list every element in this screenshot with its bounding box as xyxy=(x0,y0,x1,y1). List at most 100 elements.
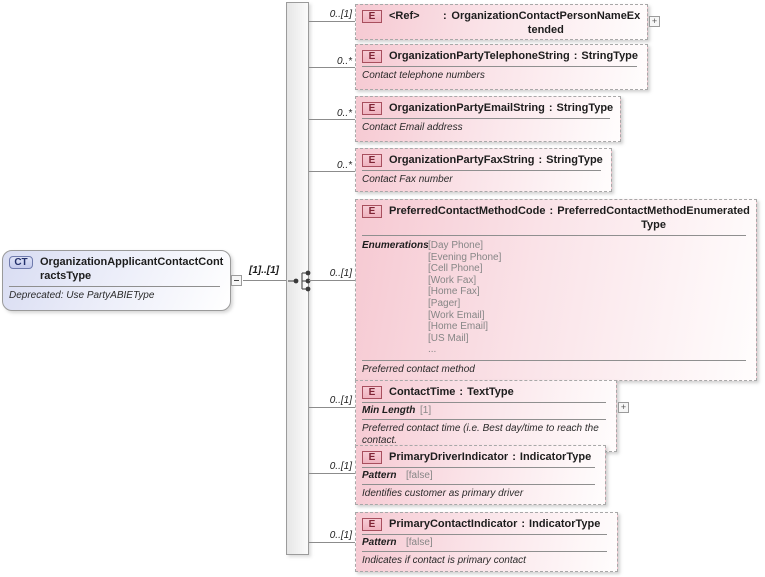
facet-label: Min Length xyxy=(362,405,416,416)
enumeration-value: [Evening Phone] xyxy=(428,251,502,263)
cardinality-label: 0..[1] xyxy=(329,530,352,541)
connector-line xyxy=(309,542,355,543)
element-box-fax[interactable]: E OrganizationPartyFaxString : StringTyp… xyxy=(355,148,612,192)
enumeration-value: [US Mail] xyxy=(428,332,469,344)
element-name: OrganizationPartyEmailString xyxy=(389,102,545,114)
minus-glyph xyxy=(234,280,239,281)
enumeration-value: [Home Fax] xyxy=(428,286,480,298)
expand-icon[interactable]: + xyxy=(649,16,660,27)
element-box-contact-time[interactable]: E ContactTime : TextType Min Length [1] … xyxy=(355,380,617,452)
cardinality-label: 0..* xyxy=(336,160,352,171)
complex-type-box[interactable]: CT OrganizationApplicantContactContracts… xyxy=(2,250,231,311)
element-annotation: Preferred contact method xyxy=(362,363,475,375)
colon: : xyxy=(573,50,578,62)
cardinality-label: 0..* xyxy=(336,108,352,119)
colon: : xyxy=(549,205,554,217)
enumeration-value: [Cell Phone] xyxy=(428,263,483,275)
divider xyxy=(362,402,606,403)
sequence-bar[interactable] xyxy=(286,2,309,555)
cardinality-label: 0..[1] xyxy=(329,9,352,20)
element-box-ref[interactable]: E <Ref> : OrganizationContactPersonNameE… xyxy=(355,4,648,40)
cardinality-label: 0..* xyxy=(336,56,352,67)
divider xyxy=(362,467,595,468)
element-badge: E xyxy=(362,386,382,399)
element-type: OrganizationContactPersonNameExtended xyxy=(451,10,641,36)
element-annotation: Preferred contact time (i.e. Best day/ti… xyxy=(362,423,599,446)
facet-label: Pattern xyxy=(362,470,397,481)
cardinality-label: 0..[1] xyxy=(329,461,352,472)
divider xyxy=(362,484,595,485)
complex-type-title-row: CT OrganizationApplicantContactContracts… xyxy=(3,251,230,285)
element-annotation: Contact telephone numbers xyxy=(362,70,485,81)
element-annotation: Contact Email address xyxy=(362,122,463,133)
colon: : xyxy=(538,154,543,166)
connector-line xyxy=(309,473,355,474)
element-box-email[interactable]: E OrganizationPartyEmailString : StringT… xyxy=(355,96,621,142)
element-box-primary-contact[interactable]: E PrimaryContactIndicator : IndicatorTyp… xyxy=(355,512,618,572)
complex-type-badge: CT xyxy=(9,256,33,269)
element-annotation: Contact Fax number xyxy=(362,174,453,185)
element-name: PreferredContactMethodCode xyxy=(389,205,546,217)
element-type: StringType xyxy=(546,154,603,166)
connector-line xyxy=(309,280,355,281)
enumeration-value: ... xyxy=(428,344,437,356)
collapse-icon[interactable] xyxy=(231,275,242,286)
element-name: PrimaryDriverIndicator xyxy=(389,451,509,463)
facet-value: [1] xyxy=(420,405,432,416)
divider xyxy=(362,118,610,119)
element-badge: E xyxy=(362,451,382,464)
facet-label: Pattern xyxy=(362,537,397,548)
element-badge: E xyxy=(362,154,382,167)
element-name: OrganizationPartyFaxString xyxy=(389,154,535,166)
facet-value: [false] xyxy=(406,537,433,548)
complex-type-name: OrganizationApplicantContactContractsTyp… xyxy=(40,256,224,282)
element-badge: E xyxy=(362,102,382,115)
sequence-compositor-icon xyxy=(288,270,311,292)
divider xyxy=(9,286,220,287)
expand-icon[interactable]: + xyxy=(618,402,629,413)
divider xyxy=(362,551,607,552)
element-type: PreferredContactMethodEnumeratedType xyxy=(557,205,750,231)
divider xyxy=(362,170,601,171)
connector-line xyxy=(309,171,355,172)
connector-line xyxy=(243,280,286,281)
element-type: IndicatorType xyxy=(519,451,592,463)
element-badge: E xyxy=(362,50,382,63)
divider xyxy=(362,534,607,535)
element-badge: E xyxy=(362,205,382,218)
enumeration-value: [Work Fax] xyxy=(428,274,477,286)
colon: : xyxy=(521,518,526,530)
enumeration-value: [Work Email] xyxy=(428,309,485,321)
connector-line xyxy=(309,119,355,120)
element-type: StringType xyxy=(581,50,639,62)
element-box-preferred-contact-method[interactable]: E PreferredContactMethodCode : Preferred… xyxy=(355,199,757,381)
cardinality-label: 0..[1] xyxy=(329,395,352,406)
colon: : xyxy=(512,451,516,463)
divider xyxy=(362,419,606,420)
element-type: StringType xyxy=(556,102,614,114)
connector-line xyxy=(309,21,355,22)
colon: : xyxy=(459,386,464,398)
complex-type-annotation: Deprecated: Use PartyABIEType xyxy=(9,290,155,301)
enumeration-value: [Day Phone] xyxy=(428,240,484,251)
element-name: <Ref> xyxy=(389,10,420,22)
colon: : xyxy=(548,102,553,114)
divider xyxy=(362,359,746,361)
connector-line xyxy=(309,67,355,68)
element-name: ContactTime xyxy=(389,386,456,398)
divider xyxy=(362,235,746,236)
cardinality-label: 0..[1] xyxy=(329,268,352,279)
element-name: OrganizationPartyTelephoneString xyxy=(389,50,570,62)
element-box-primary-driver[interactable]: E PrimaryDriverIndicator : IndicatorType… xyxy=(355,445,606,505)
colon: : xyxy=(443,10,447,22)
enumeration-value: [Home Email] xyxy=(428,321,489,333)
element-annotation: Indicates if contact is primary contact xyxy=(362,555,526,566)
enumeration-list: [Day Phone][Evening Phone][Cell Phone][W… xyxy=(428,240,501,356)
facet-label: Enumerations xyxy=(362,240,429,251)
element-name: PrimaryContactIndicator xyxy=(389,518,518,530)
element-box-telephone[interactable]: E OrganizationPartyTelephoneString : Str… xyxy=(355,44,648,90)
element-type: IndicatorType xyxy=(529,518,601,530)
element-type: TextType xyxy=(467,386,514,398)
element-badge: E xyxy=(362,10,382,23)
